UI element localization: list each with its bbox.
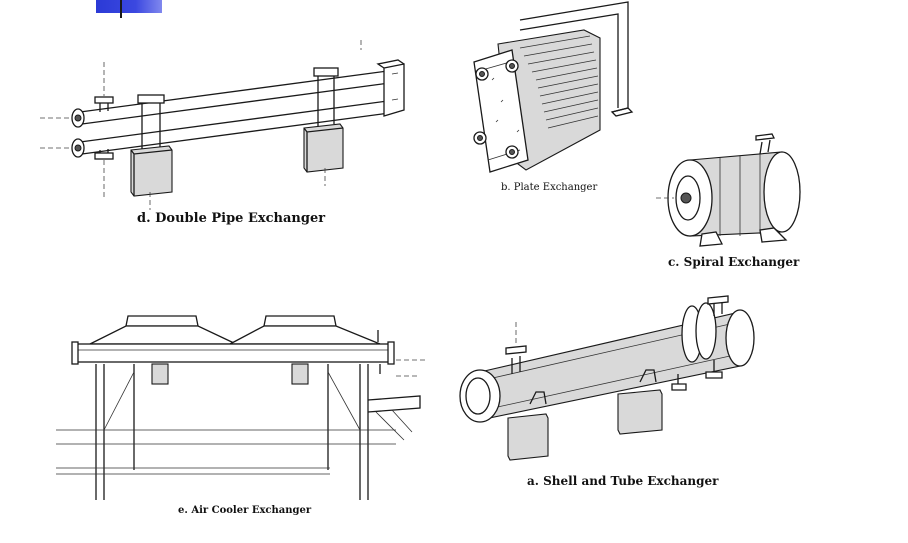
plate-exchanger-drawing: [473, 1, 634, 173]
double-pipe-exchanger-drawing: [40, 40, 405, 210]
air-cooler-caption: e. Air Cooler Exchanger: [178, 505, 312, 516]
shell-and-tube-caption: a. Shell and Tube Exchanger: [527, 474, 719, 488]
air-cooler-exchanger-drawing: [56, 315, 428, 500]
plate-caption: b. Plate Exchanger: [501, 182, 598, 193]
slide-corner-mark: [96, 0, 162, 18]
spiral-exchanger-drawing: [656, 133, 801, 247]
shell-and-tube-exchanger-drawing: [459, 295, 755, 461]
spiral-caption: c. Spiral Exchanger: [668, 255, 800, 269]
double-pipe-caption: d. Double Pipe Exchanger: [137, 211, 326, 226]
